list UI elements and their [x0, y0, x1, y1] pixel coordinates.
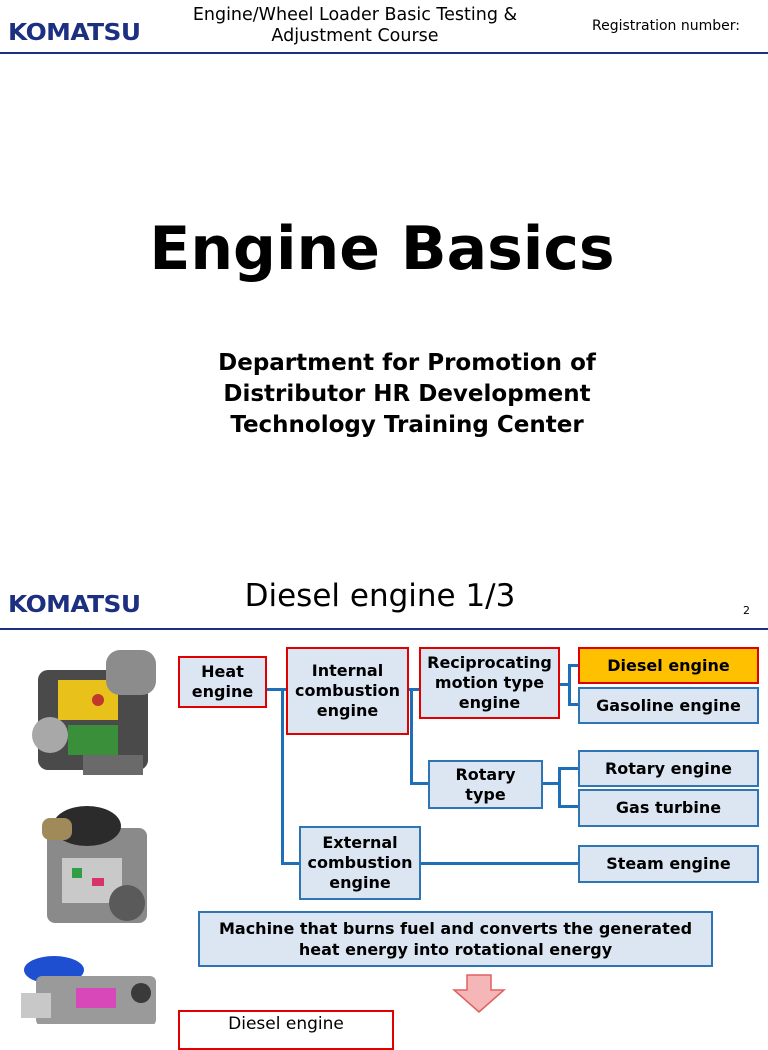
diesel-engine-bottom-box: Diesel engine — [178, 1010, 394, 1050]
course-title-line1: Engine/Wheel Loader Basic Testing & — [192, 5, 518, 25]
registration-label: Registration number: — [592, 18, 740, 34]
connector-internal-recip — [408, 688, 422, 691]
gasoline-engine-box: Gasoline engine — [578, 687, 759, 724]
connector-to-rotary-engine — [558, 767, 580, 770]
definition-box: Machine that burns fuel and converts the… — [198, 911, 713, 967]
internal-line2: combustion — [294, 681, 401, 700]
komatsu-logo: KOMATSU — [8, 20, 141, 46]
external-combustion-box: External combustion engine — [299, 826, 421, 900]
bottom-box-label: Diesel engine — [228, 1014, 344, 1034]
connector-to-gas-turbine — [558, 805, 580, 808]
internal-line1: Internal — [311, 661, 384, 680]
engine-image-3 — [21, 956, 156, 1024]
connector-heat-internal — [266, 688, 288, 691]
recip-line1: Reciprocating — [427, 653, 552, 672]
department-line-1: Department for Promotion of — [218, 350, 596, 376]
connector-recip-vertical — [568, 664, 571, 706]
recip-line2: motion type — [434, 673, 545, 692]
connector-to-diesel — [568, 664, 580, 667]
heat-engine-line1: Heat — [201, 662, 244, 681]
connector-rotary-vertical — [558, 767, 561, 807]
gas-turbine-box: Gas turbine — [578, 789, 759, 827]
page-number: 2 — [743, 604, 750, 617]
steam-engine-box: Steam engine — [578, 845, 759, 883]
internal-combustion-box: Internal combustion engine — [286, 647, 409, 735]
external-line3: engine — [329, 873, 391, 892]
connector-to-rotary-type — [410, 782, 430, 785]
external-line2: combustion — [307, 853, 413, 872]
department-line-3: Technology Training Center — [230, 412, 584, 438]
slide-title: Engine Basics — [149, 214, 615, 284]
diesel-engine-box: Diesel engine — [578, 647, 759, 684]
department-block: Department for Promotion of Distributor … — [150, 348, 664, 441]
komatsu-logo-slide2: KOMATSU — [8, 592, 141, 618]
rotary-type-box: Rotary type — [428, 760, 543, 809]
connector-internal-rotary-vertical — [410, 688, 413, 785]
engine-image-1 — [32, 650, 156, 775]
external-line1: External — [322, 833, 398, 852]
slide2-header-divider — [0, 628, 768, 630]
course-title: Engine/Wheel Loader Basic Testing & Adju… — [160, 5, 550, 47]
connector-external-steam — [420, 862, 580, 865]
internal-line3: engine — [316, 701, 379, 720]
engine-image-2 — [42, 806, 147, 923]
connector-heat-external-vertical — [281, 688, 284, 864]
rotary-type-line2: type — [465, 784, 506, 804]
connector-recip-branch — [558, 683, 570, 686]
connector-to-external — [281, 862, 301, 865]
rotary-type-line1: Rotary — [455, 764, 516, 784]
connector-to-gasoline — [568, 703, 580, 706]
heat-engine-line2: engine — [191, 682, 254, 701]
slide2-title: Diesel engine 1/3 — [244, 578, 516, 614]
down-arrow-icon — [452, 974, 506, 1013]
course-title-line2: Adjustment Course — [271, 26, 439, 46]
rotary-engine-box: Rotary engine — [578, 750, 759, 787]
connector-rotary-branch — [541, 782, 561, 785]
heat-engine-box: Heat engine — [178, 656, 267, 708]
definition-line2: heat energy into rotational energy — [298, 940, 613, 959]
department-line-2: Distributor HR Development — [223, 381, 591, 407]
reciprocating-box: Reciprocating motion type engine — [419, 647, 560, 719]
definition-line1: Machine that burns fuel and converts the… — [218, 919, 693, 938]
header-divider — [0, 52, 768, 54]
recip-line3: engine — [458, 693, 521, 712]
